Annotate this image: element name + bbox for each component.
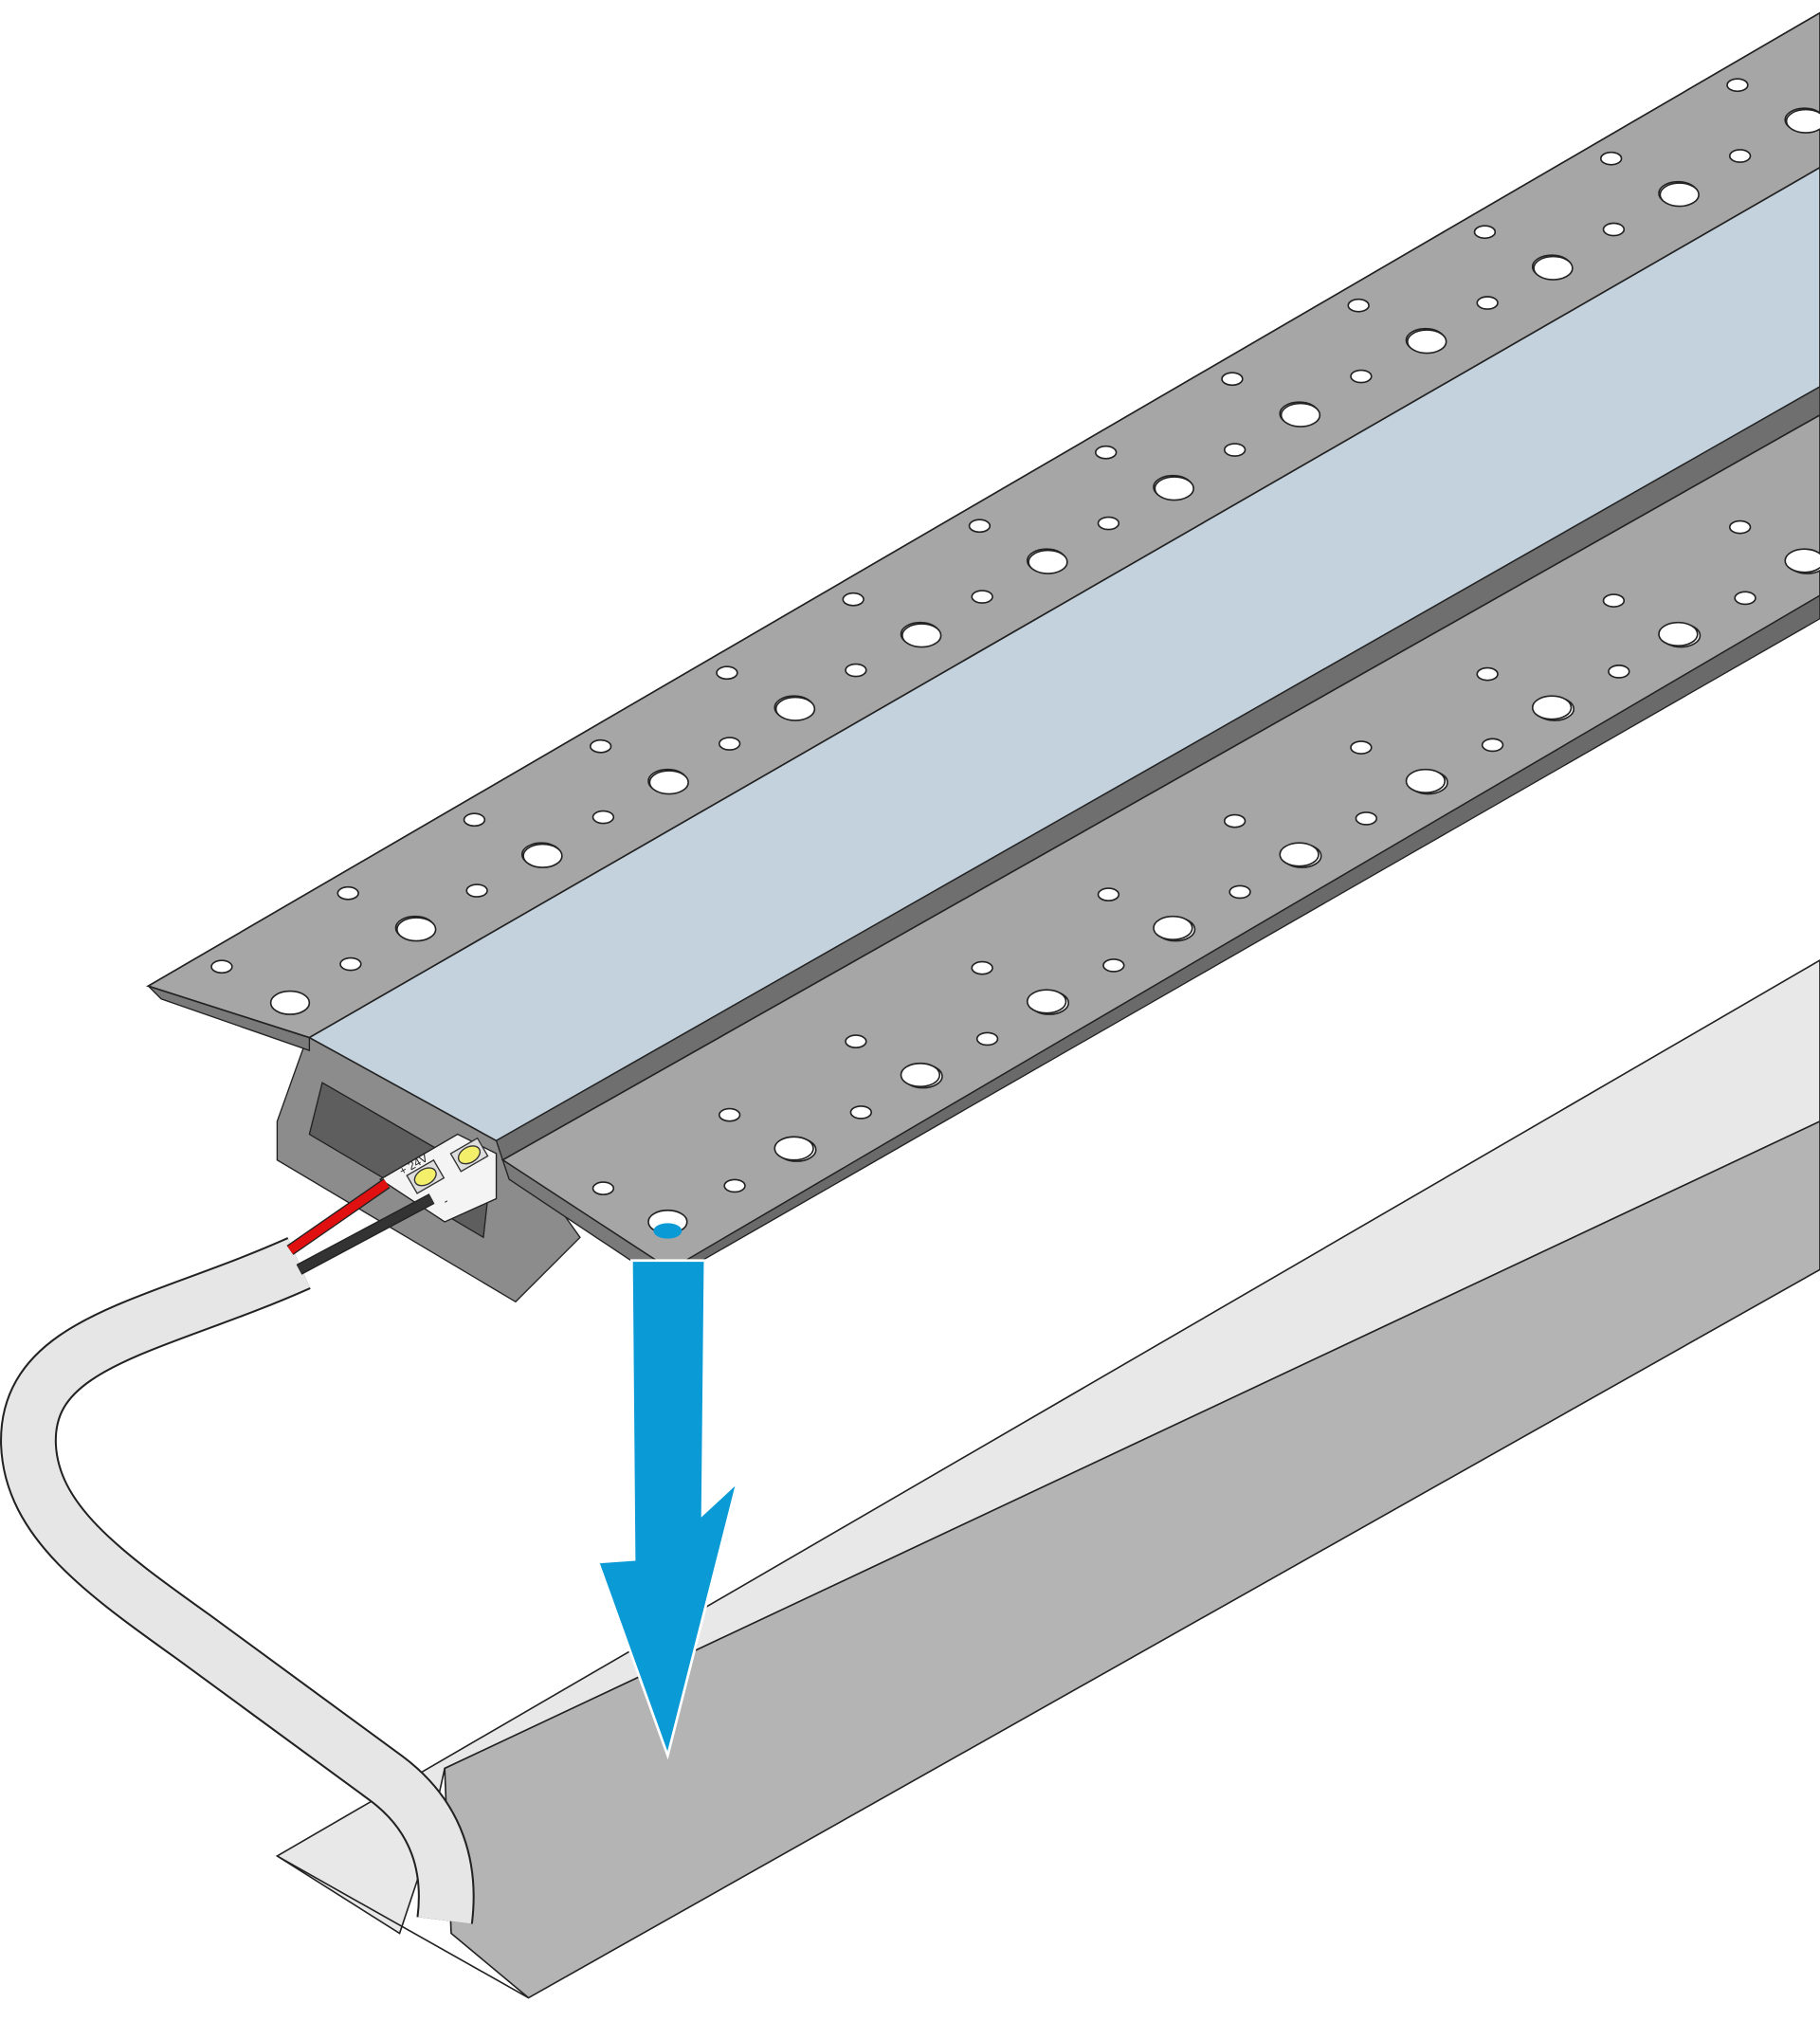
mounting-hole	[1481, 737, 1504, 753]
led-emitter	[413, 1167, 437, 1187]
mounting-hole	[1097, 887, 1120, 901]
mounting-hole	[269, 990, 311, 1015]
mounting-hole	[465, 883, 488, 898]
mounting-hole	[1028, 549, 1068, 574]
mounting-hole	[1347, 298, 1370, 313]
mounting-hole	[718, 1107, 741, 1122]
mounting-hole	[1476, 666, 1499, 682]
strip-label-negative: -	[441, 1194, 451, 1208]
mounting-hole	[1728, 519, 1752, 535]
mounting-hole	[210, 959, 233, 974]
aluminium-profile	[145, 11, 1820, 1303]
mounting-holes	[210, 78, 1820, 1235]
mounting-hole	[1223, 443, 1247, 457]
mounting-hole	[849, 1105, 873, 1120]
mounting-hole	[901, 623, 942, 648]
mounting-hole	[592, 1181, 615, 1195]
mounting-hole	[1026, 989, 1067, 1014]
mounting-hole	[1094, 445, 1118, 460]
mounting-hole	[592, 810, 615, 825]
mounting-hole	[1658, 621, 1699, 647]
mounting-hole	[971, 960, 993, 975]
mounting-hole	[1350, 740, 1373, 755]
mounting-hole	[1599, 151, 1623, 166]
mounting-hole	[1531, 695, 1573, 720]
mounting-hole	[842, 592, 864, 607]
mounting-hole	[1533, 255, 1574, 281]
mounting-hole	[900, 1062, 941, 1088]
mounting-hole	[1405, 768, 1447, 794]
mounting-hole	[1608, 665, 1630, 679]
channel-edge	[276, 1855, 529, 1999]
mounting-hole	[718, 737, 741, 751]
led-strip: + 24V -	[286, 1133, 498, 1275]
mounting-hole	[723, 1178, 746, 1193]
mounting-hole	[1473, 225, 1497, 240]
mounting-hole	[1726, 78, 1749, 93]
mounting-hole	[339, 956, 362, 972]
mounting-hole	[1228, 884, 1251, 900]
wire-positive-fill	[287, 1179, 390, 1254]
mounting-hole	[1355, 811, 1378, 826]
mounting-hole	[1221, 372, 1244, 387]
power-cable	[0, 1237, 475, 1924]
mounting-hole	[1280, 402, 1321, 428]
mounting-hole	[1734, 591, 1756, 606]
mounting-hole	[1153, 915, 1193, 941]
mounting-hole	[845, 1034, 867, 1048]
mounting-hole	[648, 770, 689, 795]
mounting-hole	[774, 696, 816, 721]
mounting-hole	[1659, 182, 1700, 208]
mounting-hole	[1279, 842, 1320, 867]
mounting-hole	[975, 1031, 999, 1047]
mounting-hole	[845, 663, 867, 678]
mounting-hole	[1407, 329, 1447, 355]
mounting-hole	[463, 812, 486, 828]
mounting-hole	[1784, 548, 1820, 574]
mounting-hole	[522, 843, 563, 868]
mounting-hole	[716, 665, 738, 681]
mounting-hole	[1102, 958, 1125, 973]
led-emitter	[457, 1145, 482, 1165]
mounting-hole	[1223, 813, 1247, 828]
mounting-hole	[337, 885, 359, 901]
mounting-hole	[1602, 222, 1626, 237]
mounting-hole	[1154, 476, 1194, 501]
mounting-hole	[1097, 516, 1120, 531]
insert-direction-arrow-icon	[596, 1223, 740, 1760]
mounting-hole	[1785, 108, 1820, 134]
mounting-hole	[1476, 296, 1499, 310]
mounting-hole	[1350, 369, 1373, 384]
mounting-hole	[589, 738, 612, 754]
mounting-hole	[971, 590, 993, 604]
wire-negative-fill	[297, 1194, 434, 1274]
mounting-hole	[396, 917, 437, 942]
mounting-hole	[1602, 593, 1626, 608]
mounting-hole	[1728, 149, 1752, 163]
mounting-hole	[968, 519, 992, 534]
mounting-hole	[774, 1136, 814, 1161]
